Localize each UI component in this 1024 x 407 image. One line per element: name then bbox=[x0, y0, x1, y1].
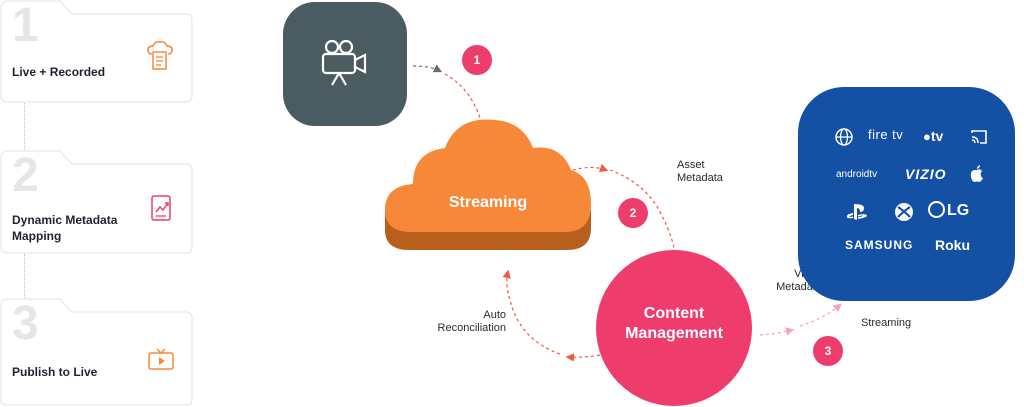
cast-icon bbox=[971, 130, 987, 144]
card-outline bbox=[0, 0, 193, 103]
lg-circle-icon bbox=[928, 201, 945, 218]
vizio-logo: VIZIO bbox=[905, 166, 947, 182]
auto-reconciliation-note: Auto Reconciliation bbox=[412, 309, 506, 335]
step-label: Dynamic Metadata Mapping bbox=[12, 213, 118, 243]
playstation-icon bbox=[846, 204, 867, 220]
samsung-logo: SAMSUNG bbox=[845, 238, 914, 252]
apple-icon bbox=[970, 165, 983, 182]
streaming-cloud: Streaming bbox=[383, 112, 593, 262]
step-number: 2 bbox=[12, 149, 39, 202]
cm-label-line2: Management bbox=[625, 325, 723, 342]
note-line: Auto bbox=[483, 309, 506, 321]
xbox-icon bbox=[895, 203, 913, 221]
asset-metadata-note: Asset Metadata bbox=[677, 159, 723, 185]
card-outline bbox=[0, 298, 193, 406]
note-line: Reconciliation bbox=[437, 322, 506, 334]
content-management-label: Content Management bbox=[596, 304, 752, 344]
cm-label-line1: Content bbox=[643, 305, 705, 322]
cloud-document-icon bbox=[147, 41, 173, 70]
lg-text: LG bbox=[947, 202, 970, 219]
step-card-3: 3 Publish to Live bbox=[0, 298, 193, 406]
video-camera-icon bbox=[321, 39, 367, 86]
fire-tv-logo: fire tv bbox=[868, 127, 904, 142]
apple-icon: ● bbox=[923, 129, 931, 144]
platforms-panel: fire tv ●tv androidtv VIZIO LG SAMSUNG R… bbox=[798, 87, 1015, 301]
step-card-1: 1 Live + Recorded bbox=[0, 0, 193, 103]
lg-logo: LG bbox=[928, 201, 969, 220]
streaming-note: Streaming bbox=[861, 317, 912, 329]
cloud-shape bbox=[385, 119, 591, 250]
step-badge-2: 2 bbox=[618, 198, 648, 228]
globe-icon bbox=[835, 128, 853, 146]
step-card-2: 2 Dynamic Metadata Mapping bbox=[0, 150, 193, 254]
step-number: 1 bbox=[12, 0, 39, 52]
step-connector bbox=[24, 103, 25, 150]
tv-play-icon bbox=[148, 348, 174, 370]
content-management-circle bbox=[596, 250, 752, 406]
card-outline bbox=[0, 150, 193, 254]
step-label: Publish to Live bbox=[12, 365, 98, 379]
apple-tv-logo: ●tv bbox=[923, 128, 943, 144]
roku-logo: Roku bbox=[935, 237, 970, 253]
note-line: Asset bbox=[677, 159, 705, 171]
note-line: Metadata bbox=[677, 172, 723, 184]
camera-source-box bbox=[283, 2, 407, 126]
android-tv-logo: androidtv bbox=[836, 169, 878, 180]
step-badge-3: 3 bbox=[813, 336, 843, 366]
analytics-report-icon bbox=[151, 195, 171, 221]
step-badge-1: 1 bbox=[462, 45, 492, 75]
cloud-label: Streaming bbox=[448, 194, 528, 211]
step-number: 3 bbox=[12, 297, 39, 350]
apple-tv-text: tv bbox=[930, 128, 944, 144]
step-connector bbox=[24, 254, 25, 298]
step-label: Live + Recorded bbox=[12, 65, 106, 79]
